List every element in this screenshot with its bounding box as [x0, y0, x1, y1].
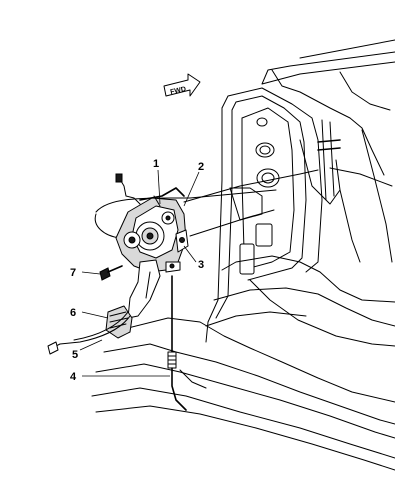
rear-cable: [167, 275, 187, 411]
leader-lines: [79, 169, 200, 377]
callout-5: 5: [72, 349, 78, 361]
release-cable: [47, 311, 131, 355]
fwd-label: FWD: [170, 86, 187, 96]
callout-1: 1: [153, 158, 159, 170]
fwd-arrow-icon: FWD: [163, 73, 201, 97]
park-brake-pedal-assembly: [99, 173, 189, 339]
callout-7: 7: [70, 267, 76, 279]
callout-2: 2: [198, 161, 204, 173]
vehicle-body: [91, 39, 395, 471]
callout-3: 3: [198, 259, 204, 271]
callout-6: 6: [70, 307, 76, 319]
front-cable: [94, 169, 319, 239]
callout-4: 4: [70, 371, 77, 383]
callouts: 1 2 3 4 5 6 7: [70, 158, 204, 383]
